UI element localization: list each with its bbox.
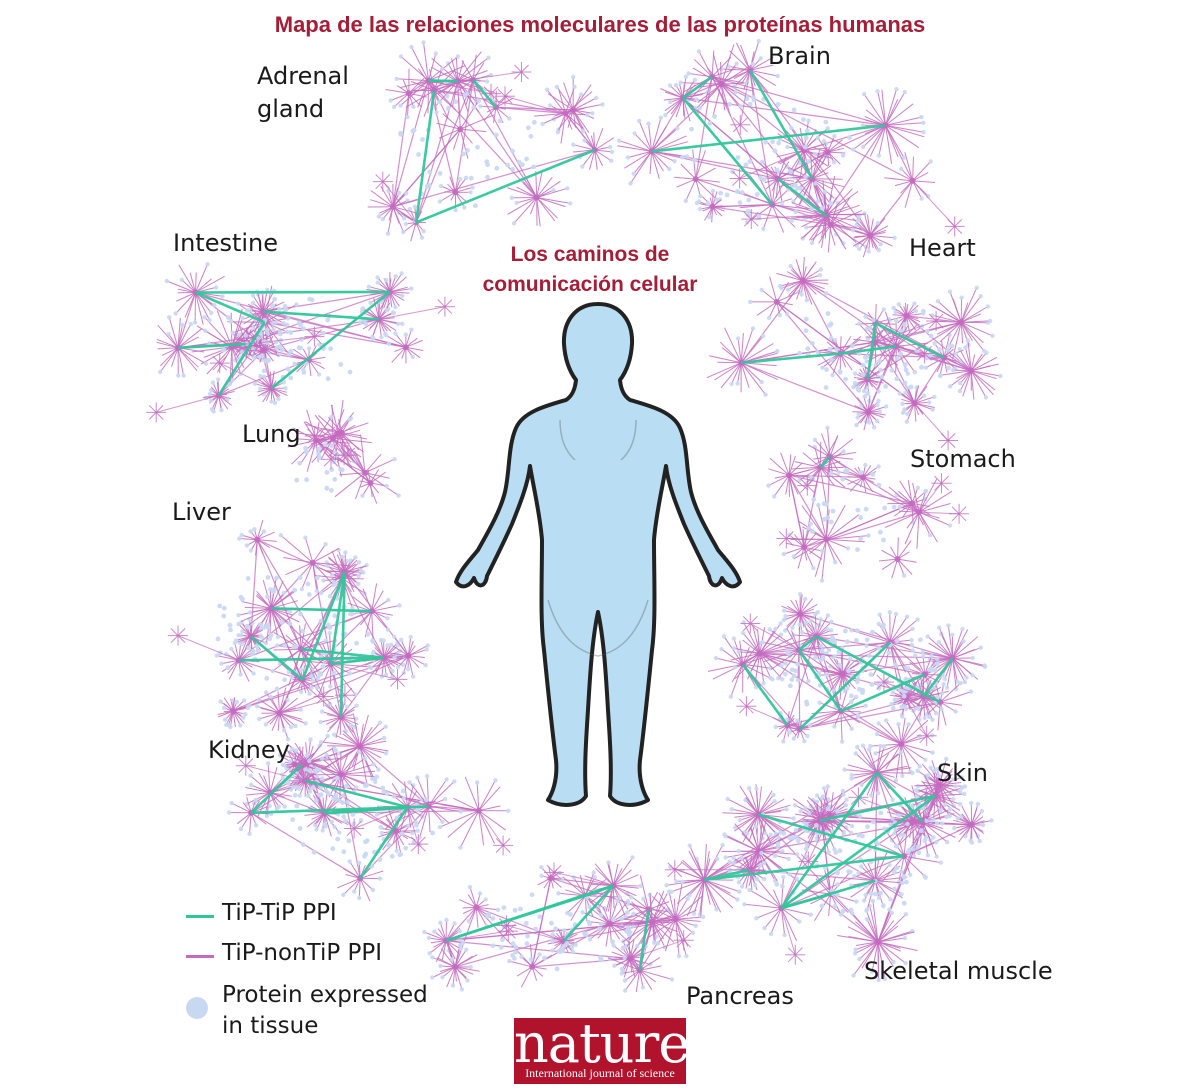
legend-protein-label: Protein expressed in tissue	[222, 980, 428, 1042]
subtitle-line-2: comunicación celular	[482, 273, 698, 296]
label-stomach: Stomach	[910, 445, 1016, 473]
network-lung	[287, 399, 401, 504]
legend-tip-nontip-swatch	[186, 955, 214, 958]
body-inner-lines	[547, 419, 649, 657]
legend-tip-tip-swatch	[186, 915, 214, 918]
network-skeletal-muscle	[664, 743, 994, 982]
nature-logo-word: nature	[514, 1012, 690, 1075]
nature-logo-tagline: International journal of science	[525, 1066, 675, 1080]
network-adrenal-gland	[367, 40, 615, 242]
network-skin	[707, 592, 988, 783]
legend-tip-nontip-label: TiP-nonTiP PPI	[222, 940, 383, 966]
label-kidney: Kidney	[208, 736, 290, 764]
subtitle-line-1: Los caminos de	[510, 243, 670, 266]
legend-tip-tip-label: TiP-TiP PPI	[222, 900, 337, 926]
network-stomach	[766, 425, 970, 583]
network-intestine	[146, 262, 455, 423]
figure-subtitle: Los caminos de comunicación celular	[430, 240, 750, 300]
label-adrenal-gland-line-1: Adrenal	[257, 62, 349, 90]
label-brain: Brain	[768, 42, 831, 70]
body-outline	[454, 302, 742, 807]
label-liver: Liver	[172, 498, 231, 526]
label-lung: Lung	[242, 420, 301, 448]
label-intestine: Intestine	[173, 229, 279, 257]
nature-logo: nature International journal of science	[514, 1012, 690, 1084]
label-adrenal-gland: Adrenal gland	[257, 60, 349, 126]
legend-protein-label-line-1: Protein expressed	[222, 982, 428, 1008]
network-kidney	[226, 713, 514, 902]
label-skin: Skin	[937, 759, 989, 787]
label-heart: Heart	[909, 234, 976, 262]
label-skeletal-muscle: Skeletal muscle	[864, 957, 1053, 985]
legend-protein-node-swatch	[186, 997, 208, 1019]
network-heart	[706, 256, 1003, 451]
network-liver	[168, 520, 430, 742]
network-brain	[617, 38, 965, 258]
legend-protein-label-line-2: in tissue	[222, 1013, 319, 1039]
label-pancreas: Pancreas	[686, 982, 794, 1010]
label-adrenal-gland-line-2: gland	[257, 95, 325, 123]
figure-title: Mapa de las relaciones moleculares de la…	[274, 12, 926, 37]
network-pancreas	[422, 855, 706, 993]
